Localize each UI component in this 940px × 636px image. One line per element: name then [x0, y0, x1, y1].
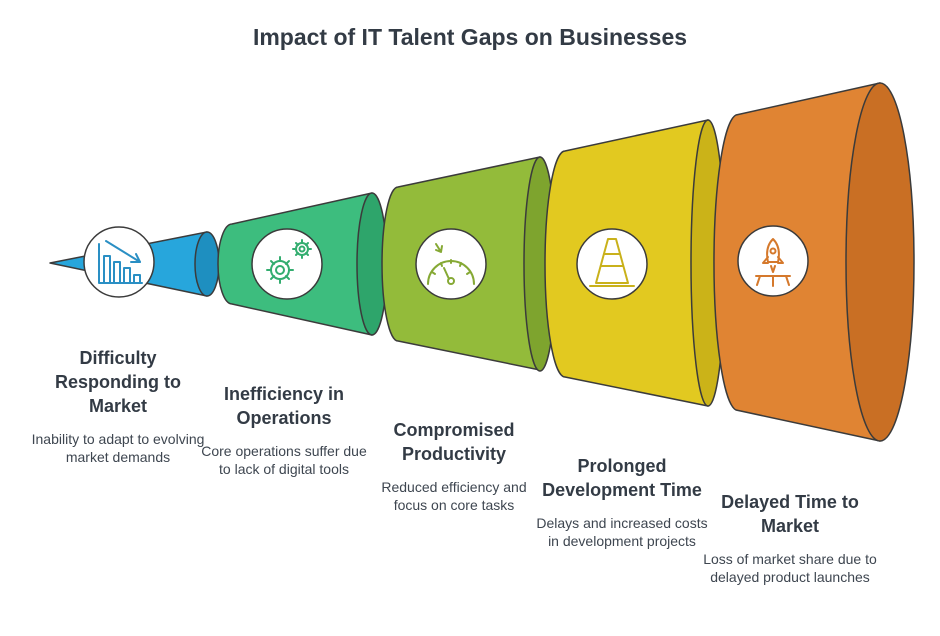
step-5-label: Delayed Time to Market Loss of market sh…: [702, 490, 878, 586]
step-4-label: Prolonged Development Time Delays and in…: [534, 454, 710, 550]
traffic-cone-icon: [589, 238, 635, 287]
segment-5-cap: [845, 82, 915, 442]
step-4-description: Delays and increased costs in developmen…: [536, 515, 708, 549]
icon-badge-1: [83, 226, 155, 298]
step-2-label: Inefficiency in Operations Core operatio…: [196, 382, 372, 478]
icon-badge-5: [737, 225, 809, 297]
declining-bar-chart-icon: [98, 240, 143, 284]
rocket-launch-icon: [755, 238, 791, 287]
icon-badge-3: [415, 228, 487, 300]
step-1-label: Difficulty Responding to Market Inabilit…: [30, 346, 206, 466]
step-3-label: Compromised Productivity Reduced efficie…: [366, 418, 542, 514]
step-3-title: Compromised Productivity: [393, 420, 515, 464]
gears-icon: [266, 239, 312, 284]
icon-badge-2: [251, 228, 323, 300]
step-1-description: Inability to adapt to evolving market de…: [31, 431, 205, 465]
segment-1-cap: [194, 231, 220, 297]
step-5-title: Delayed Time to Market: [721, 492, 859, 536]
diagram-title: Impact of IT Talent Gaps on Businesses: [252, 24, 688, 50]
step-2-title: Inefficiency in Operations: [223, 384, 345, 428]
step-3-description: Reduced efficiency and focus on core tas…: [381, 479, 527, 513]
step-2-description: Core operations suffer due to lack of di…: [201, 443, 367, 477]
step-5-description: Loss of market share due to delayed prod…: [703, 551, 877, 585]
speedometer-icon: [427, 243, 475, 285]
step-4-title: Prolonged Development Time: [542, 456, 702, 500]
step-1-title: Difficulty Responding to Market: [55, 348, 181, 416]
icon-badge-4: [576, 228, 648, 300]
